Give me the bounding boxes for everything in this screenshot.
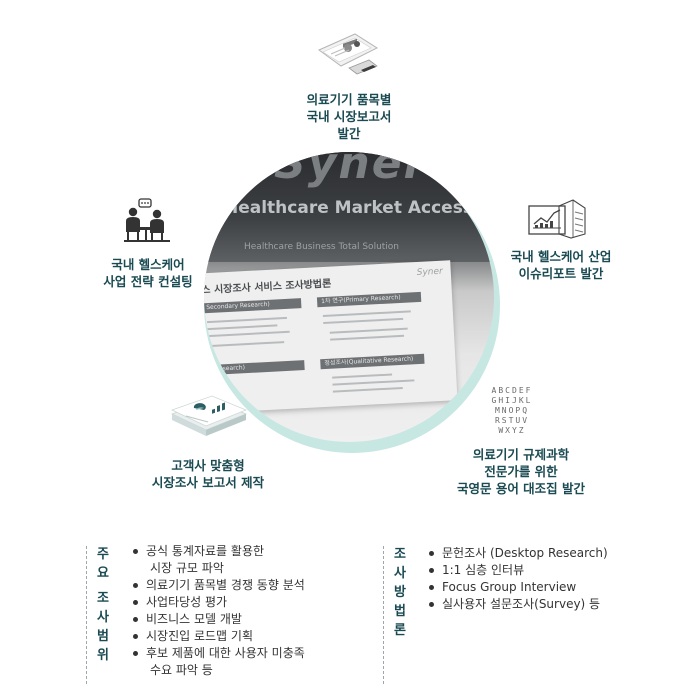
alphabet-row: GHIJKL bbox=[491, 396, 533, 405]
methods-title-char: 사 bbox=[394, 566, 406, 581]
photo-headline: Healthcare Market Access bbox=[224, 198, 473, 218]
list-item-subtext: 시장 규모 파악 bbox=[150, 561, 224, 575]
list-item: 의료기기 품목별 경쟁 동향 분석 bbox=[132, 577, 305, 594]
photo-text-line bbox=[332, 379, 415, 386]
list-item-text: 비즈니스 모델 개발 bbox=[146, 612, 242, 626]
scope-title-char: 위 bbox=[97, 648, 109, 663]
label-line: 발간 bbox=[337, 126, 361, 141]
alphabet-row: ABCDEF bbox=[491, 386, 533, 395]
photo-banner bbox=[204, 152, 494, 262]
list-item: 비즈니스 모델 개발 bbox=[132, 611, 305, 628]
list-item-text: 의료기기 품목별 경쟁 동향 분석 bbox=[146, 578, 305, 592]
alphabet-row: MNOPQ bbox=[494, 406, 530, 415]
list-item: 공식 통계자료를 활용한 시장 규모 파악 bbox=[132, 543, 305, 577]
photo-sheet-title: 스 시장조사 서비스 조사방법론 bbox=[204, 278, 332, 297]
photo-box-research: e Research) bbox=[205, 360, 305, 376]
photo-box-qualitative: 정성조사(Qualitative Research) bbox=[320, 353, 425, 370]
list-item-text: 1:1 심층 인터뷰 bbox=[442, 563, 525, 577]
methods-title-char: 론 bbox=[394, 623, 406, 638]
photo-text-line bbox=[207, 316, 288, 324]
scope-title-char: 요 bbox=[97, 566, 109, 581]
methods-divider-line bbox=[383, 546, 385, 684]
photo-text-line bbox=[332, 373, 393, 379]
list-item-text: 후보 제품에 대한 사용자 미충족 bbox=[146, 646, 305, 660]
list-item-text: 사업타당성 평가 bbox=[146, 595, 228, 609]
photo-sheet-logo: Syner bbox=[416, 266, 444, 279]
label-line: 시장조사 보고서 제작 bbox=[151, 475, 265, 490]
list-item: 1:1 심층 인터뷰 bbox=[428, 562, 608, 579]
custom-report-booklet-icon bbox=[170, 395, 248, 436]
photo-brand-text: Syner bbox=[274, 152, 428, 189]
list-item-text: Focus Group Interview bbox=[442, 580, 577, 594]
label-line: 국내 헬스케어 산업 bbox=[510, 249, 612, 264]
methods-list: 문헌조사 (Desktop Research) 1:1 심층 인터뷰 Focus… bbox=[428, 545, 608, 613]
photo-text-line bbox=[329, 327, 408, 334]
photo-text-line bbox=[208, 341, 285, 348]
photo-text-line bbox=[207, 330, 290, 338]
list-item: 사업타당성 평가 bbox=[132, 594, 305, 611]
photo-document-sheet: 스 시장조사 서비스 조사방법론 Syner Secondary Researc… bbox=[204, 260, 458, 414]
label-line: 고객사 맞춤형 bbox=[171, 458, 245, 473]
list-item: Focus Group Interview bbox=[428, 579, 608, 596]
list-item-subtext: 수요 파악 등 bbox=[150, 663, 213, 677]
methods-title-char: 법 bbox=[394, 604, 406, 619]
list-item: 실사용자 설문조사(Survey) 등 bbox=[428, 596, 608, 613]
service-consulting-label: 국내 헬스케어 사업 전략 컨설팅 bbox=[88, 256, 208, 290]
label-line: 국영문 용어 대조집 발간 bbox=[456, 481, 586, 496]
photo-text-line bbox=[330, 334, 405, 341]
label-line: 이슈리포트 발간 bbox=[518, 266, 604, 281]
methods-title-char: 방 bbox=[394, 585, 406, 600]
alphabet-row: WXYZ bbox=[498, 426, 526, 435]
methods-title: 조 사 방 법 론 bbox=[392, 545, 408, 640]
list-item: 문헌조사 (Desktop Research) bbox=[428, 545, 608, 562]
label-line: 의료기기 품목별 bbox=[306, 92, 392, 107]
market-report-icon bbox=[318, 33, 379, 75]
service-issue-report-label: 국내 헬스케어 산업 이슈리포트 발간 bbox=[494, 248, 628, 282]
list-item: 시장진입 로드맵 기획 bbox=[132, 628, 305, 645]
label-line: 사업 전략 컨설팅 bbox=[103, 274, 193, 289]
label-line: 국내 시장보고서 bbox=[306, 109, 392, 124]
label-line: 국내 헬스케어 bbox=[111, 257, 185, 272]
service-custom-report-label: 고객사 맞춤형 시장조사 보고서 제작 bbox=[138, 457, 278, 491]
service-glossary-label: 의료기기 규제과학 전문가를 위한 국영문 용어 대조집 발간 bbox=[444, 446, 598, 497]
label-line: 의료기기 규제과학 bbox=[472, 447, 570, 462]
photo-box-primary: 1차 연구(Primary Research) bbox=[316, 291, 422, 308]
photo-subline: Healthcare Business Total Solution bbox=[244, 242, 400, 252]
list-item-text: 문헌조사 (Desktop Research) bbox=[442, 546, 608, 560]
photo-text-line bbox=[322, 310, 411, 318]
label-line: 전문가를 위한 bbox=[484, 464, 558, 479]
service-market-report-label: 의료기기 품목별 국내 시장보고서 발간 bbox=[293, 91, 405, 142]
scope-list: 공식 통계자료를 활용한 시장 규모 파악 의료기기 품목별 경쟁 동향 분석 … bbox=[132, 543, 305, 679]
scope-title-char: 주 bbox=[97, 547, 109, 562]
issue-report-chart-icon bbox=[528, 199, 586, 239]
alphabet-row: RSTUV bbox=[494, 416, 530, 425]
scope-divider-line bbox=[86, 546, 88, 684]
list-item-text: 공식 통계자료를 활용한 bbox=[146, 544, 265, 558]
consulting-people-icon bbox=[124, 198, 170, 242]
methods-title-char: 조 bbox=[394, 547, 406, 562]
photo-box-secondary: Secondary Research) bbox=[204, 298, 302, 314]
scope-title-char: 사 bbox=[97, 610, 109, 625]
center-photo: Syner Healthcare Market Access Healthcar… bbox=[204, 152, 494, 442]
scope-title-char: 조 bbox=[97, 591, 109, 606]
alphabet-glossary-graphic: ABCDEF GHIJKL MNOPQ RSTUV WXYZ bbox=[482, 386, 542, 436]
list-item: 후보 제품에 대한 사용자 미충족 수요 파악 등 bbox=[132, 645, 305, 679]
scope-title: 주 요 조 사 범 위 bbox=[95, 545, 111, 665]
list-item-text: 실사용자 설문조사(Survey) 등 bbox=[442, 597, 601, 611]
photo-text-line bbox=[207, 324, 278, 331]
scope-title-char: 범 bbox=[97, 629, 109, 644]
photo-text-line bbox=[332, 386, 403, 393]
list-item-text: 시장진입 로드맵 기획 bbox=[146, 629, 253, 643]
photo-text-line bbox=[323, 317, 404, 325]
